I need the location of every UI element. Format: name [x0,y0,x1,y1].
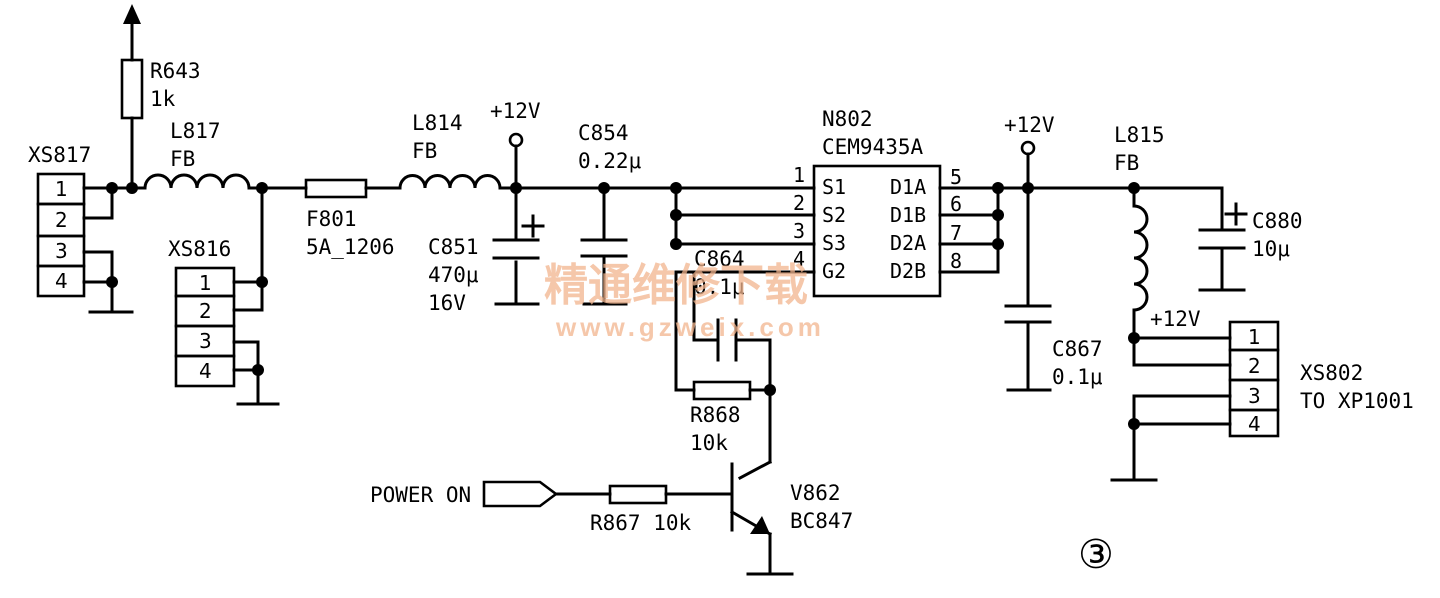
vcc-terminal-a [508,132,524,148]
connector-xs817: 1 2 3 4 [36,172,86,298]
vcc-label-a: +12V [490,99,541,123]
c880-ref: C880 [1252,209,1303,233]
ic-pin-2-name: S2 [822,203,846,227]
ic-pin-5-name: D1A [890,175,926,199]
ic-pin-4-name: G2 [822,259,846,283]
ic-pin-1-name: S1 [822,175,846,199]
l817-value: FB [170,147,195,171]
xs817-pin-4: 4 [55,269,68,293]
ic-pin-3-name: S3 [822,231,846,255]
capacitor-c880 [1198,202,1248,250]
ic-pin-4-number: 4 [793,247,805,271]
xs817-ref: XS817 [28,143,91,167]
xs816-pin-2: 2 [199,299,212,323]
c867-value: 0.1μ [1052,365,1103,389]
figure-number: ③ [1078,532,1114,578]
resistor-r643 [120,58,144,120]
c880-value: 10μ [1252,237,1290,261]
vcc-label-b: +12V [1004,113,1055,137]
n802-ref: N802 [822,107,873,131]
wiring [82,22,1246,576]
resistor-r867 [608,484,668,505]
r868-ref: R868 [690,403,741,427]
l814-ref: L814 [412,111,463,135]
c854-ref: C854 [578,121,629,145]
v862-part: BC847 [790,509,853,533]
capacitor-c864 [716,318,738,362]
xs816-pin-3: 3 [199,329,212,353]
xs817-pin-1: 1 [55,177,68,201]
vcc-label-c: +12V [1150,307,1201,331]
r868-value: 10k [690,431,728,455]
ic-pin-3-number: 3 [793,219,805,243]
n802-part: CEM9435A [822,135,924,159]
xs802-pin-1: 1 [1248,325,1261,349]
ic-pin-labels: 1 2 3 4 S1 S2 S3 G2 D1A D1B D2A D2B 5 6 … [793,163,962,283]
inductor-l817 [143,173,251,190]
watermark: 精通维修下载 www.gzweix.com [544,260,825,342]
ic-pin-7-name: D2A [890,231,926,255]
xs816-ref: XS816 [168,237,231,261]
connector-xs816: 1 2 3 4 [174,266,236,388]
watermark-chinese: 精通维修下载 [544,260,808,311]
ic-pin-6-number: 6 [950,192,962,216]
inductor-l814 [398,174,502,190]
xs802-destination: TO XP1001 [1300,389,1414,413]
power-on-label: POWER ON [370,483,471,507]
l817-ref: L817 [170,119,221,143]
capacitor-c867 [1004,304,1052,324]
xs817-pin-3: 3 [55,239,68,263]
vcc-terminal-b [1020,140,1036,156]
l814-value: FB [412,139,437,163]
f801-ref: F801 [306,207,357,231]
r867-label: R867 10k [590,511,692,535]
f801-value: 5A_1206 [306,235,395,259]
component-labels: R643 1k L817 FB XS817 XS816 F801 5A_1206… [28,59,1414,578]
l815-ref: L815 [1114,123,1165,147]
inductor-l815 [1132,204,1149,312]
transistor-v862 [729,462,773,537]
arrow-up-icon [123,4,141,24]
xs802-pin-4: 4 [1248,412,1261,436]
ic-pin-7-number: 7 [950,221,962,245]
ic-pin-8-number: 8 [950,249,962,273]
c851-value: 470μ [428,263,479,287]
xs802-ref: XS802 [1300,361,1363,385]
capacitor-c854 [580,238,628,258]
r643-ref: R643 [150,59,201,83]
xs816-pin-4: 4 [199,359,212,383]
fuse-f801 [304,178,368,199]
xs802-pin-2: 2 [1248,354,1261,378]
ic-pin-2-number: 2 [793,191,805,215]
connector-xs802: 1 2 3 4 [1228,320,1280,438]
c864-ref: C864 [694,247,745,271]
power-on-connector [482,480,559,508]
ic-pin-8-name: D2B [890,259,926,283]
ic-pin-1-number: 1 [793,163,805,187]
r643-value: 1k [150,87,176,111]
c867-ref: C867 [1052,337,1103,361]
ic-pin-5-number: 5 [950,165,962,189]
c851-ref: C851 [428,235,479,259]
resistor-r868 [692,380,752,401]
capacitor-c851 [492,214,545,260]
l815-value: FB [1114,151,1139,175]
watermark-url: www.gzweix.com [555,312,825,342]
ic-pin-6-name: D1B [890,203,926,227]
c854-value: 0.22μ [578,149,642,173]
c851-voltage: 16V [428,291,466,315]
xs817-pin-2: 2 [55,208,68,232]
xs816-pin-1: 1 [199,271,212,295]
v862-ref: V862 [790,481,841,505]
xs802-pin-3: 3 [1248,384,1261,408]
c864-value: 0.1μ [694,275,745,299]
ic-n802 [790,164,942,298]
junction-dots [106,182,1140,430]
